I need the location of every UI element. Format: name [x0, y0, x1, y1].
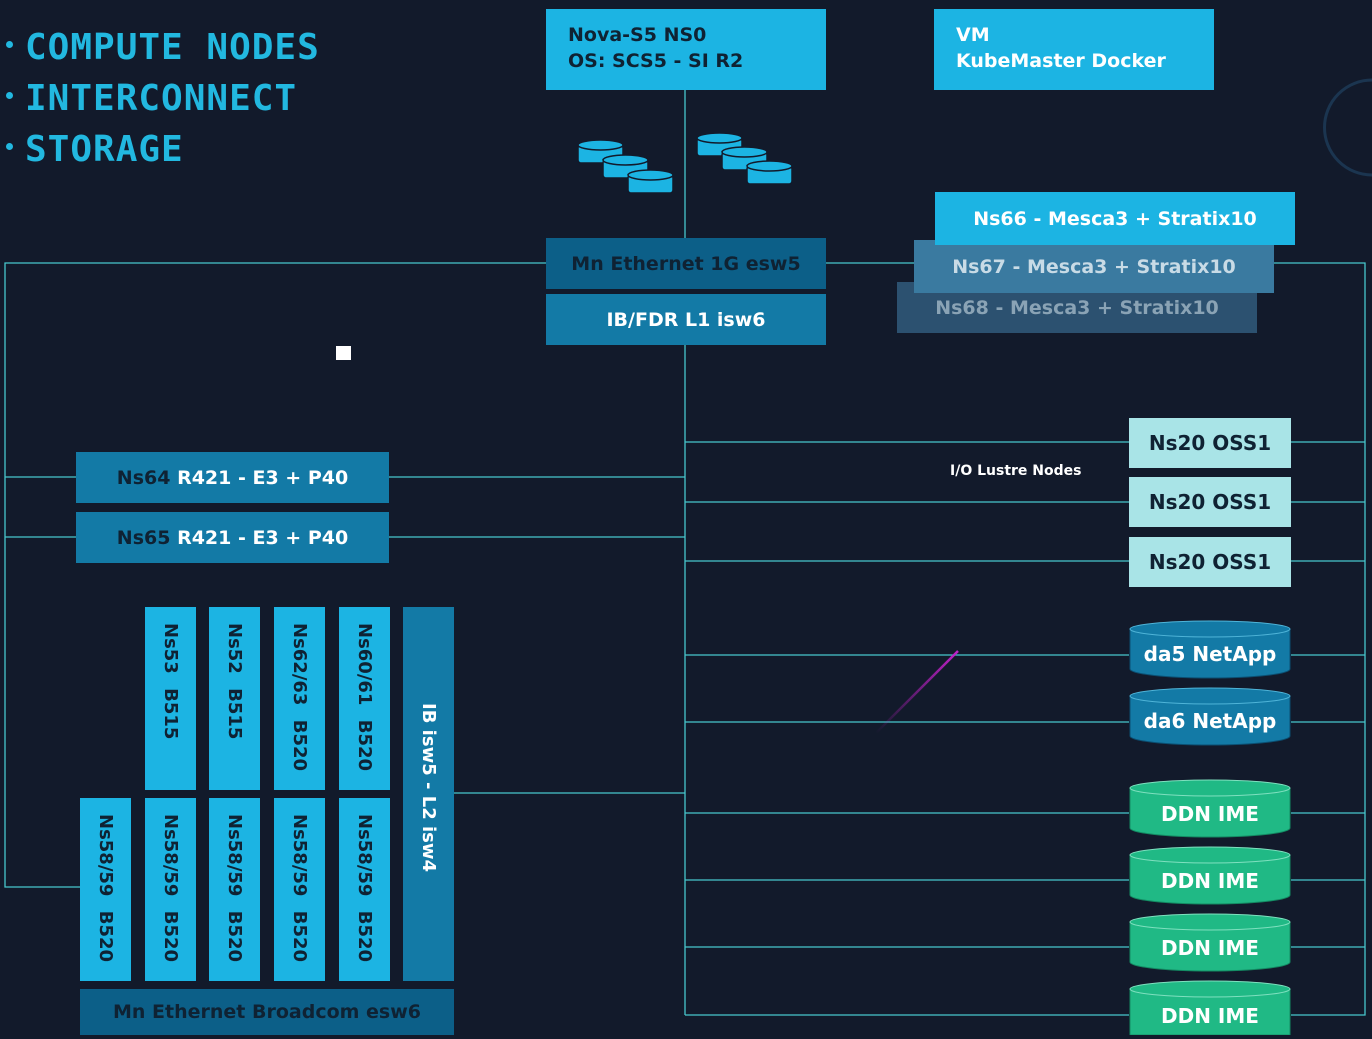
storage-cylinder-icon — [1129, 846, 1291, 905]
oss-node[interactable]: Ns20 OSS1 — [1129, 477, 1291, 527]
ddn-ime-storage[interactable]: DDN IME — [1129, 913, 1291, 973]
legend-item-interconnect: INTERCONNECT — [0, 73, 320, 124]
gpu-node-ns64[interactable]: Ns64 R421 - E3 + P40 — [76, 452, 389, 503]
decorative-stroke — [875, 650, 959, 734]
head-node-name: Nova-S5 NS0 — [568, 24, 707, 46]
blade-ns58-59[interactable]: Ns58/59 B520 — [145, 798, 196, 981]
storage-cylinder-icon — [1129, 687, 1291, 746]
vm-description: KubeMaster Docker — [956, 50, 1166, 72]
storage-cylinder-icon — [1129, 779, 1291, 838]
ib-fdr-switch[interactable]: IB/FDR L1 isw6 — [546, 294, 826, 345]
storage-cylinder-icon — [1129, 620, 1291, 679]
storage-cylinder-icon — [1129, 980, 1291, 1036]
fpga-node-ns66[interactable]: Ns66 - Mesca3 + Stratix10 — [935, 192, 1295, 245]
legend-item-compute: COMPUTE NODES — [0, 22, 320, 73]
mn-ethernet-switch[interactable]: Mn Ethernet 1G esw5 — [546, 238, 826, 289]
netapp-storage[interactable]: da5 NetApp — [1129, 620, 1291, 680]
oss-node[interactable]: Ns20 OSS1 — [1129, 418, 1291, 468]
netapp-storage[interactable]: da6 NetApp — [1129, 687, 1291, 747]
blade-ns53[interactable]: Ns53 B515 — [145, 607, 196, 790]
head-node[interactable]: Nova-S5 NS0 OS: SCS5 - SI R2 — [546, 9, 826, 90]
ddn-ime-storage[interactable]: DDN IME — [1129, 980, 1291, 1036]
database-icon — [577, 132, 793, 194]
blade-ns58-59[interactable]: Ns58/59 B520 — [80, 798, 131, 981]
legend: COMPUTE NODES INTERCONNECT STORAGE — [0, 22, 320, 175]
marker-square — [336, 346, 351, 360]
ddn-ime-storage[interactable]: DDN IME — [1129, 846, 1291, 906]
mn-ethernet-broadcom-switch[interactable]: Mn Ethernet Broadcom esw6 — [80, 989, 454, 1035]
oss-node[interactable]: Ns20 OSS1 — [1129, 537, 1291, 587]
blade-ns58-59[interactable]: Ns58/59 B520 — [339, 798, 390, 981]
blade-ns58-59[interactable]: Ns58/59 B520 — [274, 798, 325, 981]
storage-cylinder-icon — [1129, 913, 1291, 972]
blade-ns58-59[interactable]: Ns58/59 B520 — [209, 798, 260, 981]
blade-ns62-63[interactable]: Ns62/63 B520 — [274, 607, 325, 790]
ib-isw5-switch[interactable]: IB isw5 - L2 isw4 — [403, 607, 454, 981]
blade-ns60-61[interactable]: Ns60/61 B520 — [339, 607, 390, 790]
vm-node[interactable]: VM KubeMaster Docker — [934, 9, 1214, 90]
fpga-node-ns67[interactable]: Ns67 - Mesca3 + Stratix10 — [914, 240, 1274, 293]
ddn-ime-storage[interactable]: DDN IME — [1129, 779, 1291, 839]
blade-ns52[interactable]: Ns52 B515 — [209, 607, 260, 790]
head-node-os: OS: SCS5 - SI R2 — [568, 50, 744, 72]
gpu-node-ns65[interactable]: Ns65 R421 - E3 + P40 — [76, 512, 389, 563]
io-lustre-label: I/O Lustre Nodes — [950, 463, 1082, 479]
legend-item-storage: STORAGE — [0, 124, 320, 175]
vm-label: VM — [956, 24, 990, 46]
